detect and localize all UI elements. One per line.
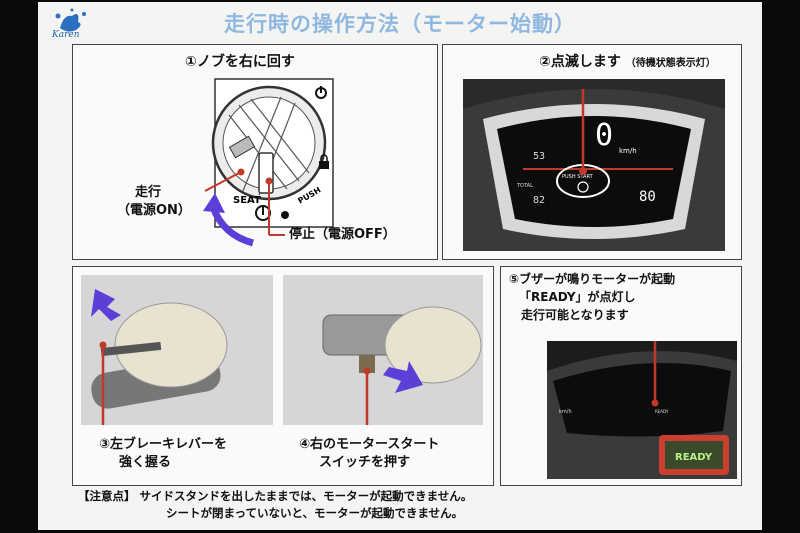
slide: Karen 走行時の操作方法（モーター始動） ①ノブを右に回す xyxy=(38,2,762,530)
step-3-line2: 強く握る xyxy=(119,455,172,470)
panel-ready: ⑤ブザーが鳴りモーターが起動 「READY」が点灯し 走行可能となります km/… xyxy=(500,266,742,486)
ready-small-text: READY xyxy=(655,409,669,414)
run-label-line2: （電源ON） xyxy=(117,203,191,218)
notice-line2: シートが閉まっていないと、モーターが起動できません。 xyxy=(166,506,464,520)
run-label-line1: 走行 xyxy=(135,185,162,200)
push-start-text: PUSH START xyxy=(562,174,594,180)
step-2-text: ②点滅します xyxy=(539,54,621,70)
trip-value: 53 xyxy=(533,151,545,162)
speed-digit: 0 xyxy=(595,118,613,153)
ready-speed-unit: km/h xyxy=(559,409,572,415)
ready-indicator-text: READY xyxy=(675,452,713,463)
switch-photo xyxy=(283,275,483,425)
stop-label: 停止（電源OFF） xyxy=(289,227,396,242)
panel-switches: ③左ブレーキレバーを 強く握る ④右のモータースタート スイッチを押す xyxy=(72,266,494,486)
step-5-line2: 「READY」が点灯し xyxy=(519,290,636,304)
total-label: TOTAL xyxy=(516,183,533,189)
logo-text: Karen xyxy=(52,30,80,40)
seat-text: SEAT xyxy=(233,195,261,206)
step-4-line2: スイッチを押す xyxy=(319,455,411,470)
brake-photo xyxy=(81,275,273,425)
meter-photo: 0 km/h 53 TOTAL 82 80 PUSH START xyxy=(463,79,725,251)
step-4-line1: ④右のモータースタート xyxy=(299,437,440,452)
step-2-heading: ②点滅します （待機状態表示灯） xyxy=(539,51,716,71)
panel-meter: ②点滅します （待機状態表示灯） 0 km/h 53 TOTAL 82 80 P… xyxy=(442,44,742,260)
battery-value: 80 xyxy=(639,189,656,205)
step-3-line1: ③左ブレーキレバーを xyxy=(99,437,228,452)
splash-logo-icon xyxy=(50,6,98,46)
step-5-line3: 走行可能となります xyxy=(521,308,629,322)
notice-line1: 【注意点】 サイドスタンドを出したままでは、モーターが起動できません。 xyxy=(78,489,473,503)
step-5-line1: ⑤ブザーが鳴りモーターが起動 xyxy=(509,272,676,286)
notice: 【注意点】 サイドスタンドを出したままでは、モーターが起動できません。 シートが… xyxy=(78,488,472,522)
knob-diagram xyxy=(203,78,334,247)
odo-value: 82 xyxy=(533,195,545,206)
ready-photo: km/h READY READY xyxy=(547,341,737,479)
step-2-note: （待機状態表示灯） xyxy=(625,58,716,69)
page-title: 走行時の操作方法（モーター始動） xyxy=(224,12,576,36)
step-1-heading: ①ノブを右に回す xyxy=(185,54,295,70)
meter-speed-unit: km/h xyxy=(619,147,637,155)
panel-knob: ①ノブを右に回す xyxy=(72,44,438,260)
